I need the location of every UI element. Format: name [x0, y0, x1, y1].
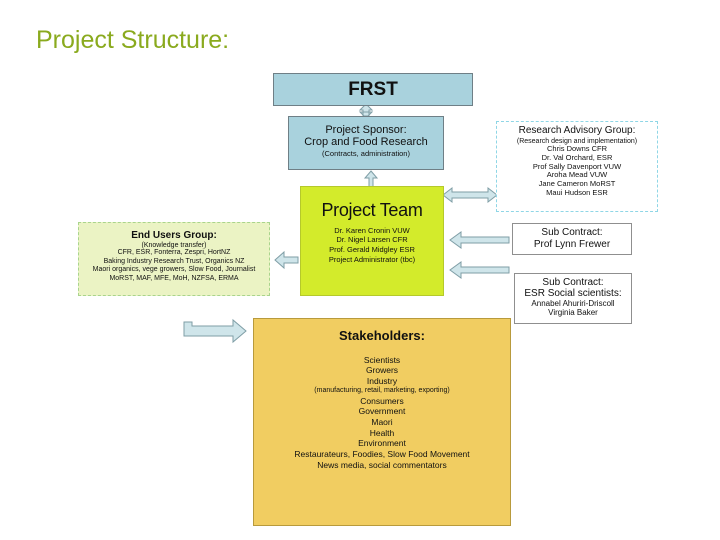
- sub-contract-esr-box: Sub Contract: ESR Social scientists: Ann…: [514, 273, 632, 324]
- project-sponsor-box: Project Sponsor: Crop and Food Research …: [288, 116, 444, 170]
- advisory-member: Chris Downs CFR: [546, 143, 607, 153]
- advisory-note: (Research design and implementation): [516, 137, 638, 145]
- advisory-title: Research Advisory Group:: [518, 125, 636, 136]
- stakeholder-item: Consumers: [360, 395, 404, 406]
- sub-contract-frewer-box: Sub Contract: Prof Lynn Frewer: [512, 223, 632, 255]
- subcontract2-member: Annabel Ahuriri-Driscoll: [531, 299, 615, 308]
- endusers-member: Maori organics, vege growers, Slow Food,…: [92, 266, 256, 274]
- stakeholder-item: Health: [369, 427, 395, 438]
- advisory-member: Dr. Val Orchard, ESR: [541, 152, 613, 162]
- stakeholder-item: Maori: [371, 416, 393, 427]
- endusers-note: (Knowledge transfer): [141, 241, 207, 249]
- subcontract2-name: ESR Social scientists:: [524, 288, 622, 299]
- advisory-member: Prof Sally Davenport VUW: [532, 161, 622, 171]
- slide-title: Project Structure:: [36, 26, 230, 54]
- advisory-member: Jane Cameron MoRST: [538, 179, 616, 189]
- team-member: Project Administrator (tbc): [328, 254, 416, 264]
- sponsor-title: Project Sponsor:: [325, 124, 407, 136]
- stakeholder-item: Environment: [358, 438, 406, 449]
- stakeholder-item: Scientists: [363, 354, 401, 365]
- advisory-member: Maui Hudson ESR: [546, 188, 608, 198]
- arrow-subcontract2-team: [449, 261, 510, 279]
- team-member: Prof. Gerald Midgley ESR: [329, 245, 415, 255]
- endusers-member: MoRST, MAF, MFE, MoH, NZFSA, ERMA: [109, 275, 239, 283]
- stakeholder-item: Restaurateurs, Foodies, Slow Food Moveme…: [294, 449, 470, 460]
- team-member: Dr. Nigel Larsen CFR: [336, 235, 408, 245]
- subcontract2-member: Virginia Baker: [548, 308, 598, 318]
- stakeholder-item: (manufacturing, retail, marketing, expor…: [314, 386, 450, 394]
- frst-title: FRST: [348, 78, 398, 100]
- stakeholders-box: Stakeholders: Scientists Growers Industr…: [253, 318, 511, 526]
- arrow-endusers-stakeholders: [183, 318, 247, 344]
- advisory-member: Aroha Mead VUW: [546, 170, 608, 180]
- team-member: Dr. Karen Cronin VUW: [334, 225, 410, 235]
- frst-box: FRST: [273, 73, 473, 106]
- research-advisory-group-box: Research Advisory Group: (Research desig…: [496, 121, 658, 212]
- end-users-group-box: End Users Group: (Knowledge transfer) CF…: [78, 222, 270, 296]
- subcontract2-title: Sub Contract:: [542, 277, 604, 288]
- team-title: Project Team: [321, 200, 423, 220]
- sponsor-note: (Contracts, administration): [322, 149, 410, 159]
- endusers-member: Baking Industry Research Trust, Organics…: [103, 257, 245, 265]
- endusers-member: CFR, ESR, Fonterra, Zespri, HortNZ: [117, 248, 231, 256]
- stakeholders-title: Stakeholders:: [339, 328, 425, 343]
- sponsor-name: Crop and Food Research: [304, 135, 428, 148]
- stakeholder-item: News media, social commentators: [317, 459, 447, 470]
- subcontract1-name: Prof Lynn Frewer: [533, 239, 611, 250]
- project-team-box: Project Team Dr. Karen Cronin VUW Dr. Ni…: [300, 186, 444, 296]
- arrow-subcontract1-team: [449, 231, 510, 249]
- arrow-team-advisory: [442, 186, 498, 204]
- subcontract1-title: Sub Contract:: [541, 227, 603, 239]
- stakeholder-item: Industry: [366, 376, 398, 387]
- endusers-title: End Users Group:: [131, 230, 217, 241]
- stakeholder-item: Government: [358, 406, 406, 417]
- arrow-team-endusers: [274, 250, 299, 270]
- stakeholder-item: Growers: [365, 365, 399, 376]
